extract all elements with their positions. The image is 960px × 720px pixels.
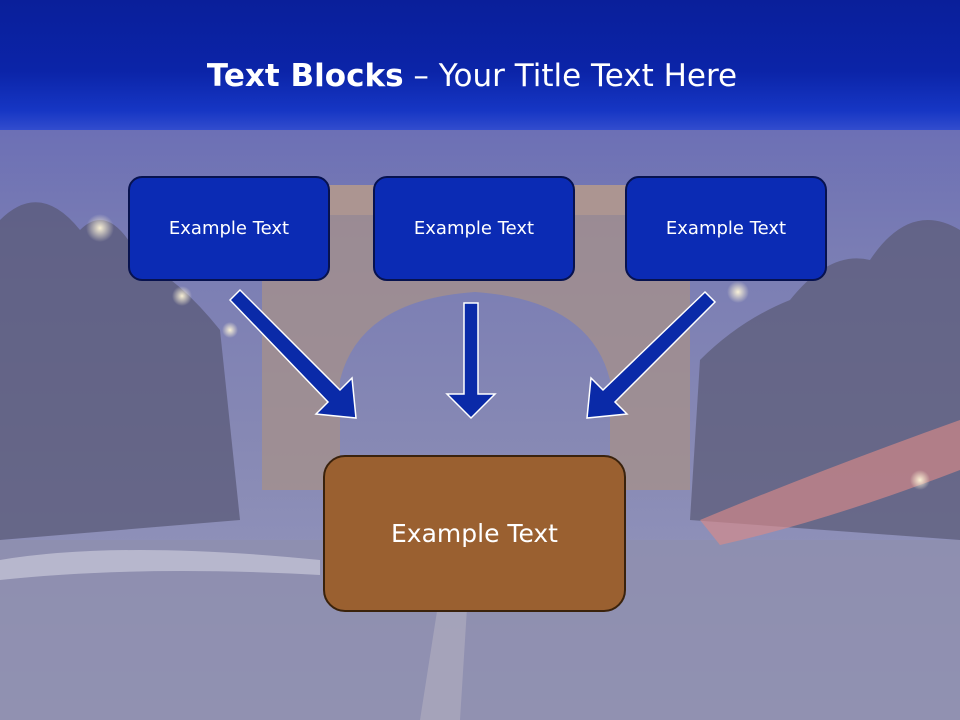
top-text-block-3[interactable]: Example Text (625, 176, 827, 281)
slide-title-bold: Text Blocks (206, 58, 404, 94)
title-bar (0, 0, 960, 130)
bottom-text-block-label: Example Text (391, 519, 558, 548)
top-text-block-3-label: Example Text (665, 218, 787, 239)
top-text-block-2[interactable]: Example Text (373, 176, 575, 281)
top-text-block-1-label: Example Text (168, 218, 290, 239)
top-text-block-1[interactable]: Example Text (128, 176, 330, 281)
slide-title-rest: – Your Title Text Here (403, 58, 738, 94)
slide-title: Text Blocks – Your Title Text Here (0, 52, 944, 100)
arrow-center-down (445, 302, 497, 420)
arrow-right-diagonal (586, 290, 717, 419)
bottom-text-block[interactable]: Example Text (323, 455, 626, 612)
arrow-left-diagonal (228, 288, 357, 419)
top-text-block-2-label: Example Text (413, 218, 535, 239)
